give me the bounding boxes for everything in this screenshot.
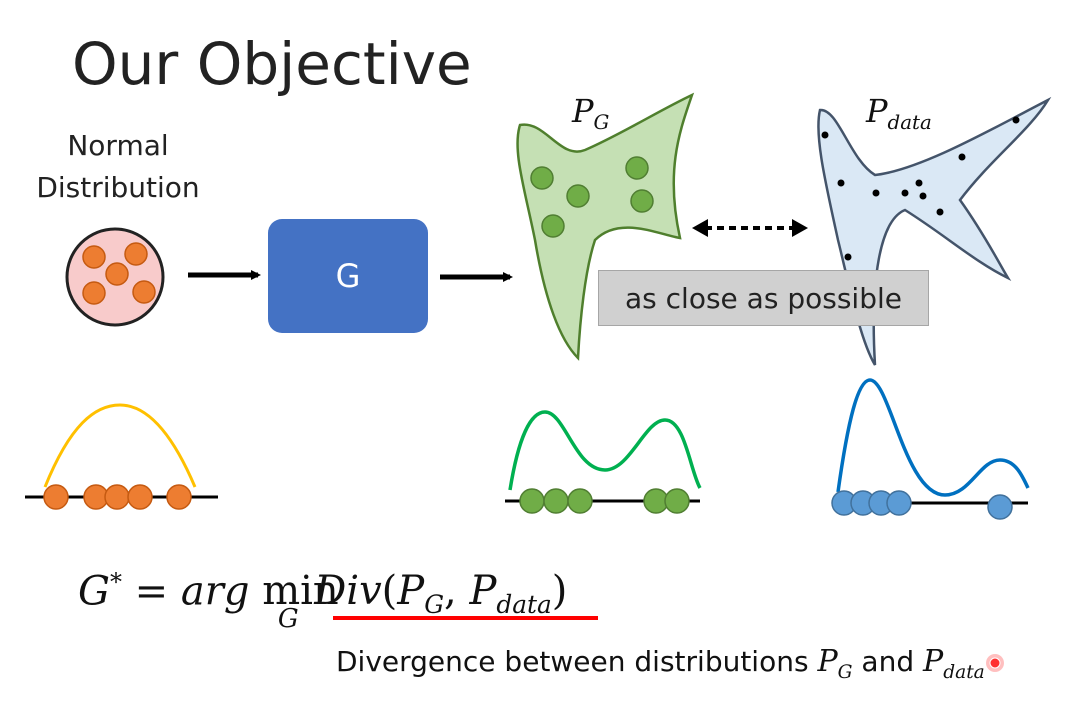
blue-curve (836, 378, 1030, 497)
pg-plot (505, 410, 702, 514)
pg-sample-dot (541, 214, 565, 238)
divergence-term: Div(PG, Pdata) (314, 568, 568, 619)
normal-distribution-plot (25, 403, 218, 510)
pg-sample-dot (566, 184, 590, 208)
divergence-caption: Divergence between distributions PG and … (336, 644, 985, 683)
sample-dot (82, 245, 106, 269)
sample-dot (124, 242, 148, 266)
pg-sample-dot (530, 166, 554, 190)
generator-box: G (268, 219, 428, 333)
pg-sample-dot (630, 189, 654, 213)
pg-distribution-shape (516, 92, 695, 361)
normal-distribution-label: Normal Distribution (28, 125, 208, 209)
close-as-possible-label: as close as possible (598, 270, 929, 326)
normal-label-line1: Normal (67, 129, 169, 162)
dashed-double-arrow (692, 219, 808, 237)
sample-dot (132, 280, 156, 304)
pg-sample-dot (625, 156, 649, 180)
pdata-plot (831, 378, 1030, 520)
sample-dot (82, 281, 106, 305)
sample-dot (105, 262, 129, 286)
yellow-curve (43, 403, 197, 488)
normal-distribution-sample (65, 227, 165, 327)
slide-title: Our Objective (72, 30, 472, 98)
pg-label: PG (572, 92, 610, 134)
pdata-label: Pdata (866, 92, 932, 134)
pg-blob (516, 92, 695, 361)
green-curve (508, 410, 702, 491)
normal-label-line2: Distribution (36, 171, 200, 204)
laser-pointer (986, 654, 1004, 672)
